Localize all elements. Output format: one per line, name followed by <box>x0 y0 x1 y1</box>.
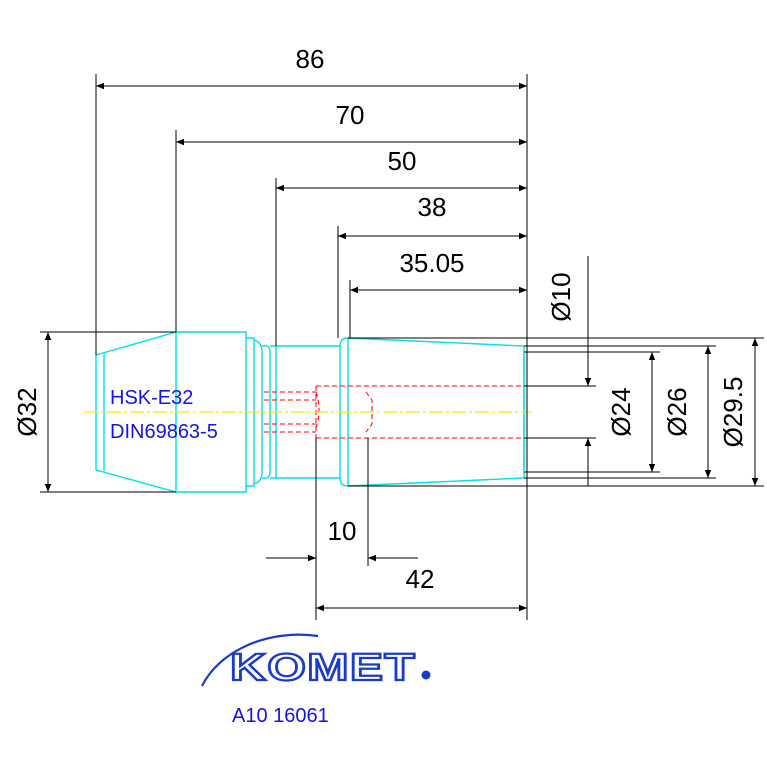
dim-dia26: Ø26 <box>662 387 692 436</box>
dim-10-bottom: 10 <box>328 516 357 546</box>
dim-70: 70 <box>336 100 365 130</box>
standard-label: HSK-E32 <box>110 387 193 409</box>
dim-86: 86 <box>296 44 325 74</box>
registered-mark-icon <box>421 670 431 680</box>
dim-dia32: Ø32 <box>12 387 42 436</box>
dim-38: 38 <box>418 192 447 222</box>
part-number: A10 16061 <box>232 705 329 727</box>
dim-dia10: Ø10 <box>546 272 576 321</box>
dim-dia29: Ø29.5 <box>718 377 748 448</box>
norm-label: DIN69863-5 <box>110 421 218 443</box>
dim-50: 50 <box>388 146 417 176</box>
dim-dia24: Ø24 <box>606 387 636 436</box>
komet-logo: KOMET <box>201 633 431 690</box>
logo-arc <box>201 633 319 687</box>
dim-35: 35.05 <box>399 248 464 278</box>
dimension-lines <box>40 74 764 620</box>
logo-brand: KOMET <box>230 647 416 689</box>
dim-42: 42 <box>406 564 435 594</box>
